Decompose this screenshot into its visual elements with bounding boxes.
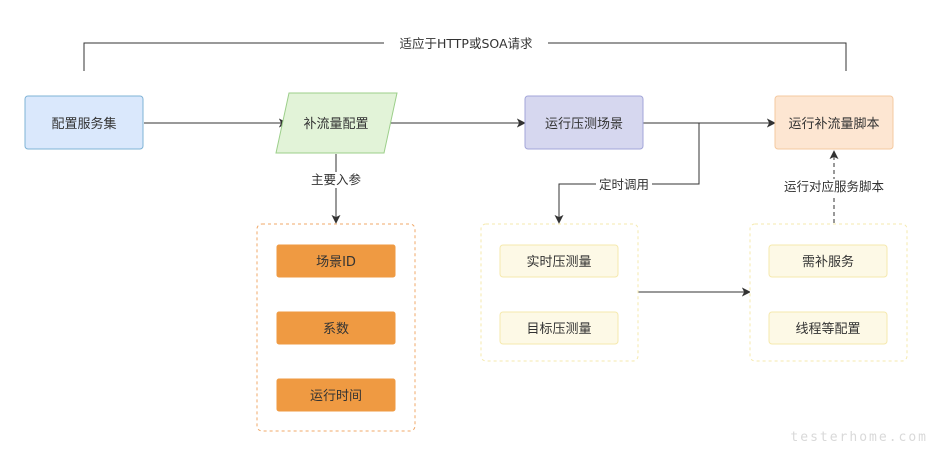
node-traffic-config-label: 补流量配置 bbox=[303, 117, 368, 132]
edge-http-soa-label-bg bbox=[384, 36, 548, 52]
node-coefficient bbox=[276, 311, 396, 345]
node-coefficient-label: 系数 bbox=[323, 322, 349, 337]
edge-scheduled-call-label-bg bbox=[596, 178, 652, 193]
node-needed-services bbox=[768, 244, 888, 278]
node-config-service-set bbox=[24, 95, 144, 150]
node-traffic-config bbox=[275, 92, 398, 154]
node-run-load-scenario bbox=[524, 95, 644, 150]
node-config-service-set-label: 配置服务集 bbox=[51, 116, 116, 132]
node-scenario-id bbox=[276, 244, 396, 278]
node-realtime-load-label: 实时压测量 bbox=[526, 255, 591, 270]
node-scenario-id-label: 场景ID bbox=[316, 255, 356, 270]
node-thread-config-label: 线程等配置 bbox=[795, 321, 860, 337]
node-run-traffic-script bbox=[774, 95, 894, 150]
edge-main-params-label-bg bbox=[306, 172, 366, 188]
node-run-traffic-script-label: 运行补流量脚本 bbox=[788, 116, 879, 132]
node-target-load-label: 目标压测量 bbox=[526, 322, 591, 337]
node-run-time-label: 运行时间 bbox=[310, 389, 362, 404]
node-thread-config bbox=[768, 311, 888, 345]
node-run-load-scenario-label: 运行压测场景 bbox=[545, 117, 623, 132]
node-realtime-load bbox=[499, 244, 619, 278]
edge-scheduled-call-label: 定时调用 bbox=[599, 177, 649, 192]
node-needed-services-label: 需补服务 bbox=[802, 254, 854, 270]
edge-main-params-label: 主要入参 bbox=[311, 172, 362, 187]
edge-http-soa-label: 适应于HTTP或SOA请求 bbox=[399, 36, 533, 51]
node-target-load bbox=[499, 311, 619, 345]
watermark: testerhome.com bbox=[790, 430, 928, 445]
node-run-time bbox=[276, 378, 396, 412]
edge-run-service-script-label: 运行对应服务脚本 bbox=[784, 179, 885, 194]
edge-run-service-script-label-bg bbox=[780, 179, 888, 195]
